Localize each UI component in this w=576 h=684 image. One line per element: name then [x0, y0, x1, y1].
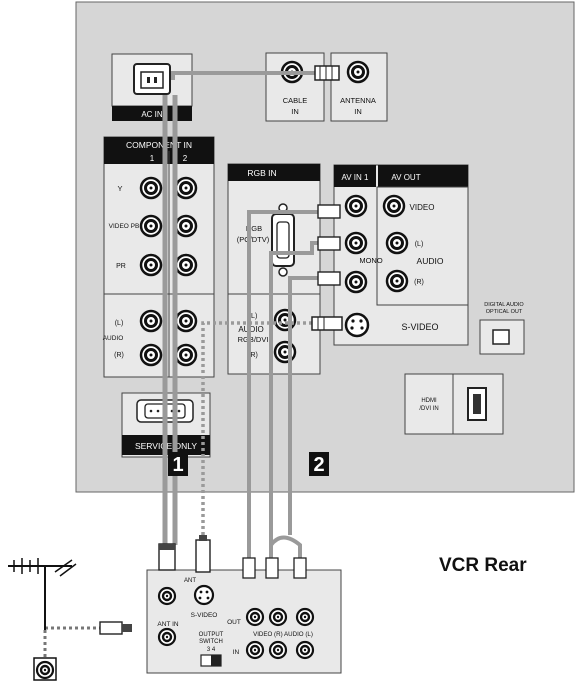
step-1-badge: 1 — [168, 452, 188, 476]
rgb-audio-r-label: (R) — [248, 352, 258, 359]
vcr-ant-plug — [158, 543, 176, 571]
s-video-port — [344, 312, 370, 338]
component-audio-label: AUDIO — [103, 335, 124, 342]
cable-2-video — [247, 210, 330, 560]
s-video-label: S-VIDEO — [401, 322, 438, 332]
vcr-output-label: OUTPUT — [199, 632, 224, 638]
antenna-icon — [8, 558, 77, 630]
ac-in-port: AC IN — [111, 53, 193, 121]
rgb-dvi-label: RGB/DVI — [238, 335, 269, 344]
cable-in-label-1: CABLE — [283, 96, 308, 105]
rgb-in-title: RGB IN — [247, 168, 276, 178]
cable-1-ac-to-vcr — [171, 71, 320, 80]
cables — [43, 65, 343, 660]
cable-in-port: CABLE IN — [265, 52, 325, 122]
vcr-rca-plugs — [242, 557, 307, 579]
vcr-switch-label: SWITCH — [199, 639, 223, 645]
step-2-badge: 2 — [309, 452, 329, 476]
av-r-label: (R) — [414, 279, 424, 286]
vcr-channels-label: 3 4 — [207, 647, 216, 653]
rgb-label: RGB — [246, 224, 262, 233]
component-col-1: 1 — [150, 154, 155, 163]
hdmi-label-2: /DVI IN — [419, 406, 438, 412]
step-1-label: 1 — [172, 454, 183, 476]
av-video-label: VIDEO — [410, 203, 435, 212]
vcr-in-label: IN — [233, 649, 240, 656]
av-in1-title: AV IN 1 — [342, 173, 370, 182]
step-2-label: 2 — [313, 454, 324, 476]
vcr-ant-label: ANT — [184, 578, 196, 584]
component-audio-l-label: (L) — [115, 320, 124, 327]
component-col-2: 2 — [183, 154, 188, 163]
vcr-out-label: OUT — [227, 619, 241, 626]
antenna-in-port: ANTENNA IN — [330, 52, 388, 122]
pc-dtv-label: (PC/DTV) — [237, 235, 270, 244]
wall-outlet-icon — [33, 657, 57, 681]
component-audio-r-label: (R) — [114, 352, 124, 359]
component-in-title: COMPONENT IN — [126, 140, 192, 150]
cable-2-audio-r — [288, 276, 330, 535]
digital-audio-label-2: OPTICAL OUT — [486, 309, 523, 315]
ac-in-label: AC IN — [141, 110, 163, 119]
digital-audio-out: DIGITAL AUDIO OPTICAL OUT — [479, 302, 525, 355]
rgb-audio-l-label: (L) — [249, 313, 258, 320]
antenna-in-label-1: ANTENNA — [340, 96, 376, 105]
vcr-video-audio-label: VIDEO (R) AUDIO (L) — [253, 631, 313, 638]
av-audio-label: AUDIO — [417, 256, 444, 266]
vcr-output-switch — [200, 654, 222, 667]
av-out-title: AV OUT — [391, 173, 420, 182]
vcr-s-video-port — [193, 584, 215, 606]
av-block: AV IN 1 AV OUT VIDEO (L) MONO AUDIO (R) … — [333, 164, 469, 346]
vcr-ant-in-label: ANT IN — [157, 621, 178, 628]
component-y-label: Y — [117, 184, 122, 193]
component-pr-label: PR — [116, 263, 126, 270]
hdmi-port-block: HDMI /DVI IN — [404, 373, 504, 435]
cable-s-video-dotted — [201, 321, 312, 535]
av-mono-label: MONO — [359, 256, 382, 265]
cable-in-label-2: IN — [291, 107, 299, 116]
av-l-label: (L) — [415, 241, 424, 248]
vcr-s-video-plug — [195, 535, 211, 573]
digital-audio-label-1: DIGITAL AUDIO — [484, 302, 524, 308]
rgb-d-sub-port — [271, 203, 295, 277]
hdmi-label-1: HDMI — [421, 398, 437, 404]
cable-antenna-dotted — [43, 626, 100, 660]
vcr-s-video-label: S-VIDEO — [191, 612, 218, 619]
component-in-block: COMPONENT IN 1 2 Y VIDEO PB PR (L) AUDIO… — [103, 136, 215, 378]
rgb-in-block: RGB IN RGB (PC/DTV) (L) AUDIO RGB/DVI (R… — [227, 163, 321, 375]
vcr-rear-title: VCR Rear — [439, 555, 527, 576]
antenna-in-label-2: IN — [354, 107, 362, 116]
component-pb-label: VIDEO PB — [109, 223, 140, 230]
vcr-rear-panel: ANT IN ANT S-VIDEO OUT VIDEO (R) AUDIO (… — [146, 535, 342, 674]
